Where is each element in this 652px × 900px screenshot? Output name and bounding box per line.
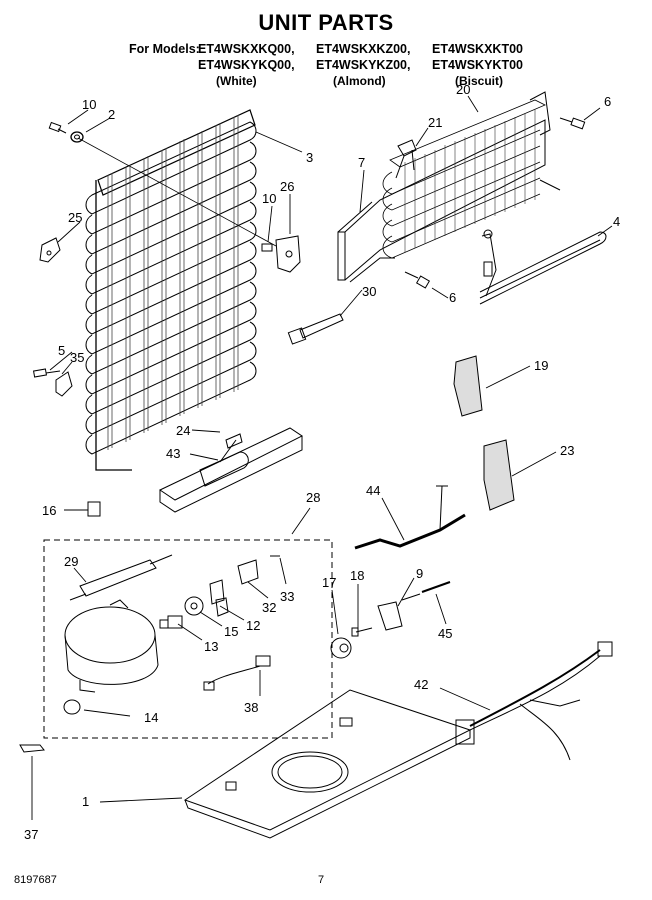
drawing xyxy=(19,91,613,839)
callout-45: 45 xyxy=(438,626,452,641)
callout-15: 15 xyxy=(224,624,238,639)
clip-16 xyxy=(87,501,101,517)
callout-28: 28 xyxy=(306,490,320,505)
callout-7: 7 xyxy=(358,155,365,170)
relay-parts xyxy=(167,555,280,629)
models-prefix: For Models: xyxy=(129,42,200,56)
callout-4: 4 xyxy=(613,214,620,229)
callout-29: 29 xyxy=(64,554,78,569)
callout-38: 38 xyxy=(244,700,258,715)
callout-19: 19 xyxy=(534,358,548,373)
drain-pan xyxy=(158,427,303,513)
harness-38 xyxy=(203,655,271,691)
model-number: ET4WSKXKZ00, xyxy=(316,42,411,56)
callout-21: 21 xyxy=(428,115,442,130)
callout-10: 10 xyxy=(82,97,96,112)
part-18 xyxy=(351,627,373,637)
callout-labels: 10 2 3 20 6 21 7 4 26 10 25 6 30 5 35 19… xyxy=(24,82,620,842)
callout-12: 12 xyxy=(246,618,260,633)
document-number: 8197687 xyxy=(14,874,57,886)
callout-32: 32 xyxy=(262,600,276,615)
callout-3: 3 xyxy=(306,150,313,165)
callout-16: 16 xyxy=(42,503,56,518)
page-number: 7 xyxy=(318,874,325,886)
callout-13: 13 xyxy=(204,639,218,654)
compressor xyxy=(63,599,169,715)
bracket-26 xyxy=(261,235,301,273)
callout-23: 23 xyxy=(560,443,574,458)
gasket-19 xyxy=(453,355,483,417)
callout-18: 18 xyxy=(350,568,364,583)
callout-44: 44 xyxy=(366,483,380,498)
harness-42 xyxy=(455,641,613,761)
callout-33: 33 xyxy=(280,589,294,604)
callout-35: 35 xyxy=(70,350,84,365)
page-title: UNIT PARTS xyxy=(258,10,394,35)
color-label: (White) xyxy=(216,74,257,88)
callout-14: 14 xyxy=(144,710,158,725)
condenser-coil xyxy=(77,109,277,471)
part-30 xyxy=(287,313,344,345)
callout-30: 30 xyxy=(362,284,376,299)
part-9 xyxy=(377,593,421,631)
tube-44 xyxy=(354,485,466,550)
callout-6: 6 xyxy=(604,94,611,109)
screw-washer xyxy=(48,121,84,143)
model-number: ET4WSKXKT00 xyxy=(432,42,523,56)
callout-43: 43 xyxy=(166,446,180,461)
color-label: (Biscuit) xyxy=(455,74,503,88)
callout-17: 17 xyxy=(322,575,336,590)
bracket xyxy=(39,237,61,263)
callout-26: 26 xyxy=(280,179,294,194)
callout-24: 24 xyxy=(176,423,190,438)
model-number: ET4WSKYKQ00, xyxy=(198,58,295,72)
part-17 xyxy=(330,637,352,659)
callout-37: 37 xyxy=(24,827,38,842)
callout-5: 5 xyxy=(58,343,65,358)
callout-42: 42 xyxy=(414,677,428,692)
model-number: ET4WSKYKT00 xyxy=(432,58,523,72)
screw-6 xyxy=(404,117,586,289)
base-plate xyxy=(183,689,472,839)
model-number: ET4WSKYKZ00, xyxy=(316,58,411,72)
callout-2: 2 xyxy=(108,107,115,122)
evaporator xyxy=(337,91,561,283)
filter-drier xyxy=(69,554,173,601)
callout-25: 25 xyxy=(68,210,82,225)
model-number: ET4WSKXKQ00, xyxy=(198,42,295,56)
callout-6b: 6 xyxy=(449,290,456,305)
color-label: (Almond) xyxy=(333,74,386,88)
part-45 xyxy=(421,581,451,593)
screw-clip xyxy=(32,368,73,397)
leader-lines xyxy=(31,95,613,820)
gasket-23 xyxy=(483,439,515,511)
heater-4 xyxy=(479,229,607,305)
sensor-21 xyxy=(395,139,417,179)
callout-10b: 10 xyxy=(262,191,276,206)
clip-37 xyxy=(19,744,45,753)
callout-9: 9 xyxy=(416,566,423,581)
callout-20: 20 xyxy=(456,82,470,97)
callout-1: 1 xyxy=(82,794,89,809)
